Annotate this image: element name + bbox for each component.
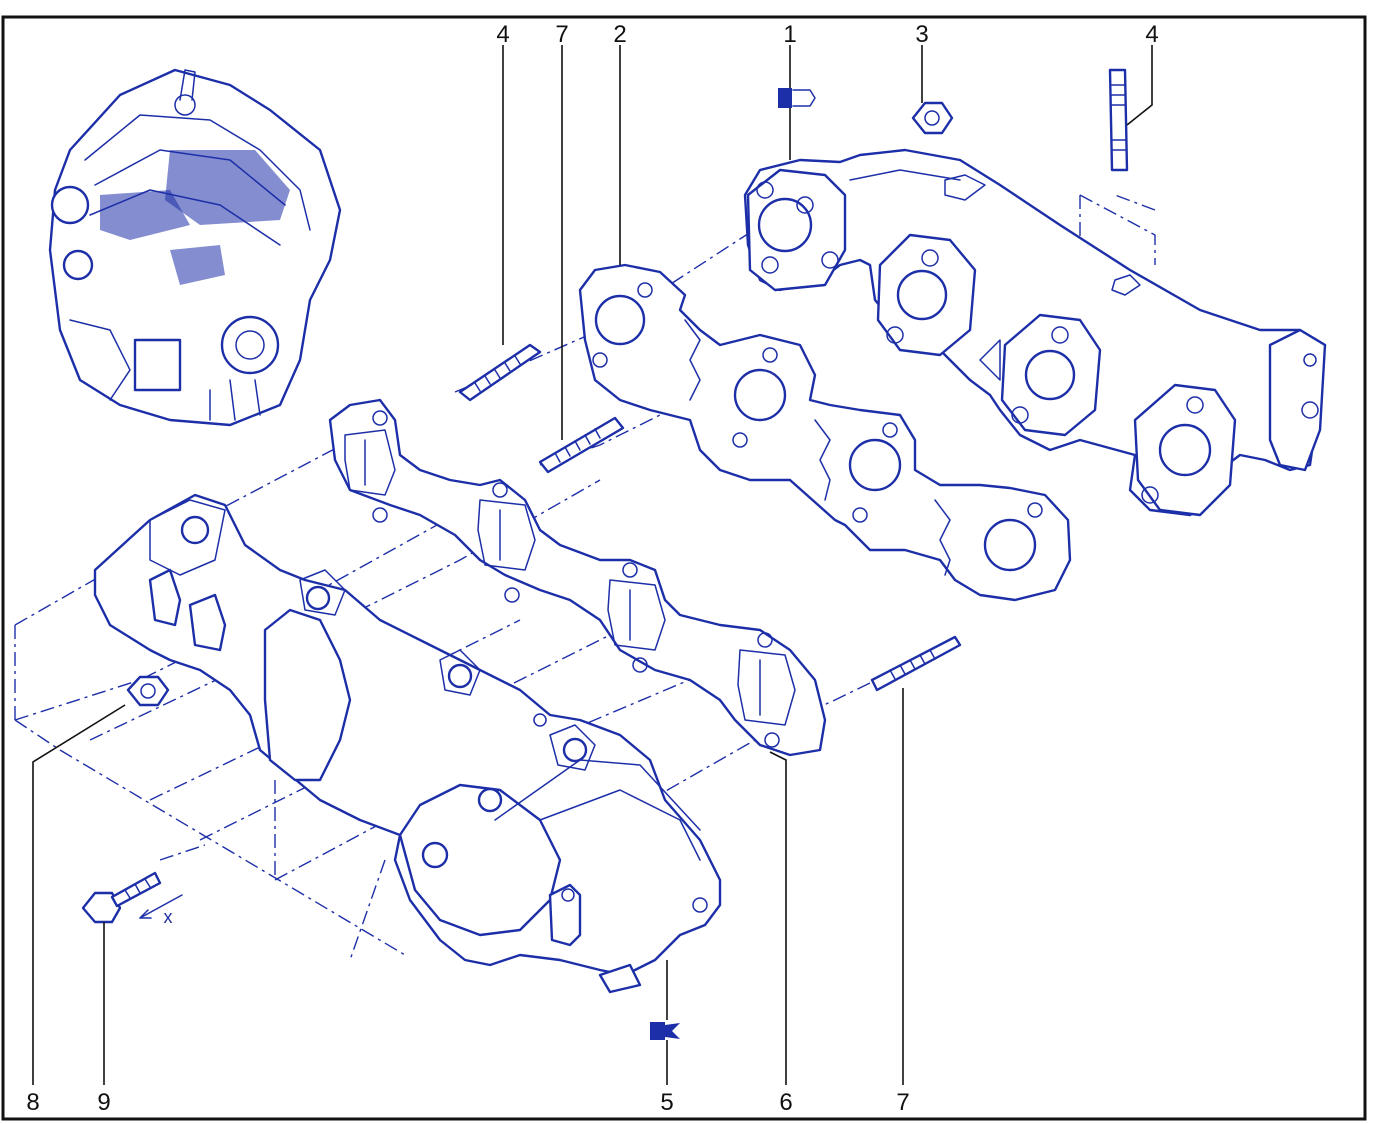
clip-1 [778,88,816,108]
callout-bottom-6: 6 [779,1089,792,1116]
callout-top-7: 7 [555,21,568,48]
port-gasket [328,398,827,757]
callout-bottom-8: 8 [26,1089,39,1116]
callout-top-4a: 4 [496,21,509,48]
callout-top-4b: 4 [1145,21,1158,48]
callout-bottom-7: 7 [896,1089,909,1116]
stud-mid [538,416,625,474]
callout-top-3: 3 [915,21,928,48]
stud-upper-right [1108,68,1129,172]
callout-bottom-9: 9 [97,1089,110,1116]
engine-thumbnail [48,68,342,427]
callout-top-2: 2 [613,21,626,48]
stud-lower-right [870,635,962,692]
nut-8 [126,675,170,707]
bolt-9 [81,871,183,924]
leader-lines [32,45,1153,1085]
clip-5 [650,1022,680,1040]
manifold-gasket [578,263,1072,602]
callout-top-1: 1 [783,21,796,48]
dimension-label-x: x [164,907,173,927]
exhaust-manifold-lower [93,493,722,994]
nut-3 [911,101,954,135]
exhaust-manifold-upper [743,148,1327,517]
callout-bottom-5: 5 [660,1089,673,1116]
stud-upper-left [458,343,542,402]
